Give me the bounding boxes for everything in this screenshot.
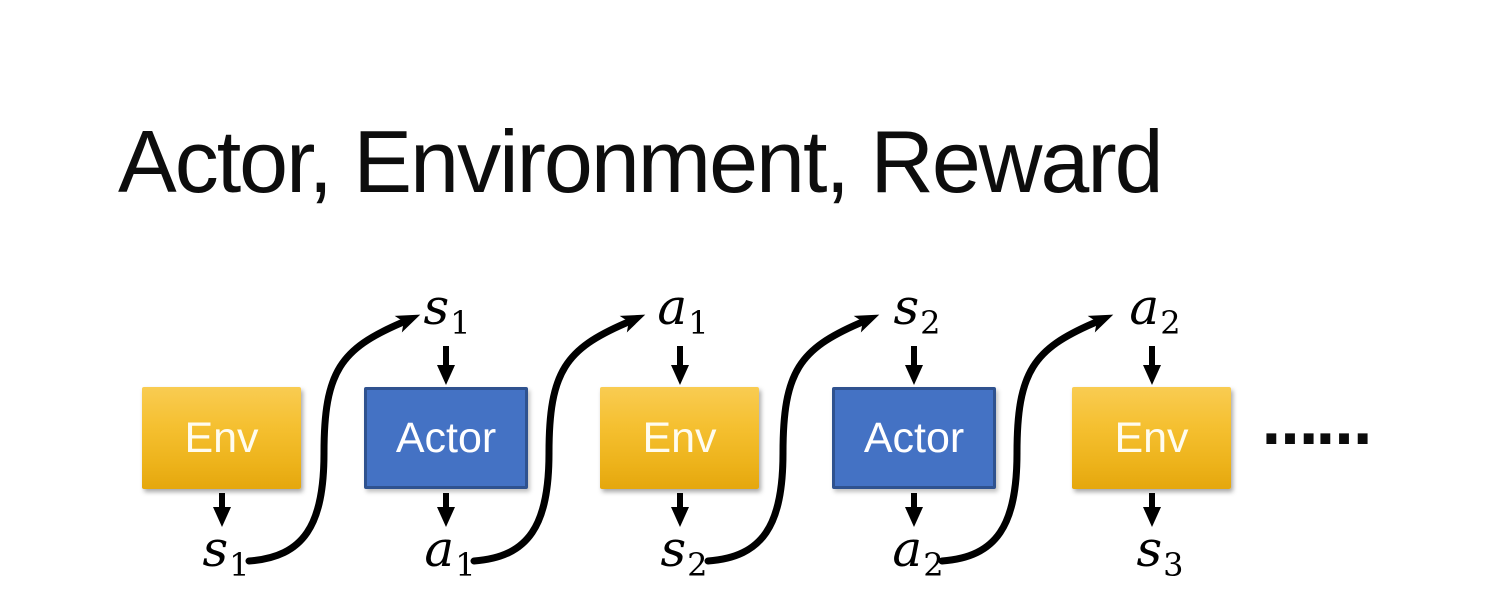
label-s1-top-sub: 1 — [450, 304, 471, 342]
actor-box-2: Actor — [832, 387, 996, 489]
actor-box-1-label: Actor — [395, 413, 497, 462]
label-a2-top-sub: 2 — [1160, 304, 1181, 342]
label-s2-bottom-base: s — [660, 520, 687, 578]
env-box-3: Env — [1072, 387, 1231, 489]
actor-box-2-label: Actor — [863, 413, 965, 462]
label-a1-top: a1 — [657, 282, 708, 339]
label-s2-bottom-sub: 2 — [687, 546, 708, 584]
label-s1-top: s1 — [423, 282, 470, 339]
env-box-3-label: Env — [1114, 413, 1189, 462]
label-s1-bottom: s1 — [202, 524, 249, 581]
label-s3-bottom-base: s — [1136, 520, 1163, 578]
label-a1-top-sub: 1 — [688, 304, 709, 342]
label-s3-bottom: s3 — [1136, 524, 1183, 581]
slide-title: Actor, Environment, Reward — [118, 112, 1164, 211]
label-s3-bottom-sub: 3 — [1163, 546, 1184, 584]
label-a1-bottom-sub: 1 — [455, 546, 476, 584]
label-a1-top-base: a — [657, 278, 688, 336]
label-s2-top: s2 — [893, 282, 940, 339]
label-a1-bottom: a1 — [424, 524, 475, 581]
continuation-dots: …… — [1262, 393, 1372, 458]
label-s1-bottom-sub: 1 — [229, 546, 250, 584]
env-box-1-label: Env — [184, 413, 259, 462]
label-a2-top: a2 — [1129, 282, 1180, 339]
label-s1-bottom-base: s — [202, 520, 229, 578]
curve-a2-bottom-to-a2-top — [938, 314, 1114, 565]
env-box-2: Env — [600, 387, 759, 489]
label-s1-top-base: s — [423, 278, 450, 336]
label-a2-bottom-sub: 2 — [923, 546, 944, 584]
env-box-1: Env — [142, 387, 301, 489]
label-s2-top-sub: 2 — [920, 304, 941, 342]
env-box-2-label: Env — [642, 413, 717, 462]
label-s2-top-base: s — [893, 278, 920, 336]
label-a2-top-base: a — [1129, 278, 1160, 336]
label-a2-bottom-base: a — [892, 520, 923, 578]
actor-box-1: Actor — [364, 387, 528, 489]
label-a1-bottom-base: a — [424, 520, 455, 578]
label-s2-bottom: s2 — [660, 524, 707, 581]
curve-s1-bottom-to-s1-top — [245, 314, 421, 565]
label-a2-bottom: a2 — [892, 524, 943, 581]
curve-s2-bottom-to-s2-top — [704, 314, 880, 565]
curve-a1-bottom-to-a1-top — [470, 314, 646, 565]
